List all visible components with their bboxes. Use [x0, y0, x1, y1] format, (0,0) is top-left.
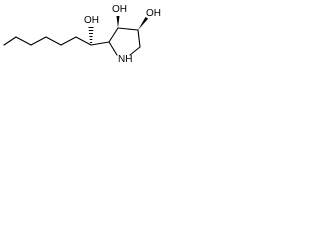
wedge-bond-c4-oh [138, 17, 149, 30]
oh-label-ring-4: OH [146, 8, 161, 19]
oh-label-side-chain: OH [84, 15, 99, 26]
chain-bond-3 [30, 36, 47, 46]
ring-oh-groups: OH OH [112, 4, 161, 30]
side-chain-stereo-oh: OH [84, 15, 99, 44]
pyrrolidine-ring: NH [108, 27, 141, 65]
ring-bond-c2-c3 [108, 27, 119, 43]
ring-bond-c5-n [129, 46, 141, 56]
nh-label: NH [118, 54, 132, 65]
ring-bond-n-c2 [108, 41, 118, 56]
chain-bond-6 [75, 36, 92, 46]
alkyl-chain [3, 36, 92, 46]
chain-bond-1 [3, 36, 17, 46]
structure-diagram: OH NH OH OH [3, 4, 161, 65]
chain-bond-2 [15, 36, 32, 46]
ring-bond-c3-c4 [117, 27, 139, 31]
chain-bond-5 [60, 36, 77, 46]
chain-bond-4 [45, 36, 62, 46]
ring-bond-c4-c5 [137, 29, 141, 48]
chain-to-ring-bond [90, 41, 110, 46]
oh-label-ring-3: OH [112, 4, 127, 15]
wedge-bond-c3-oh [116, 16, 120, 28]
